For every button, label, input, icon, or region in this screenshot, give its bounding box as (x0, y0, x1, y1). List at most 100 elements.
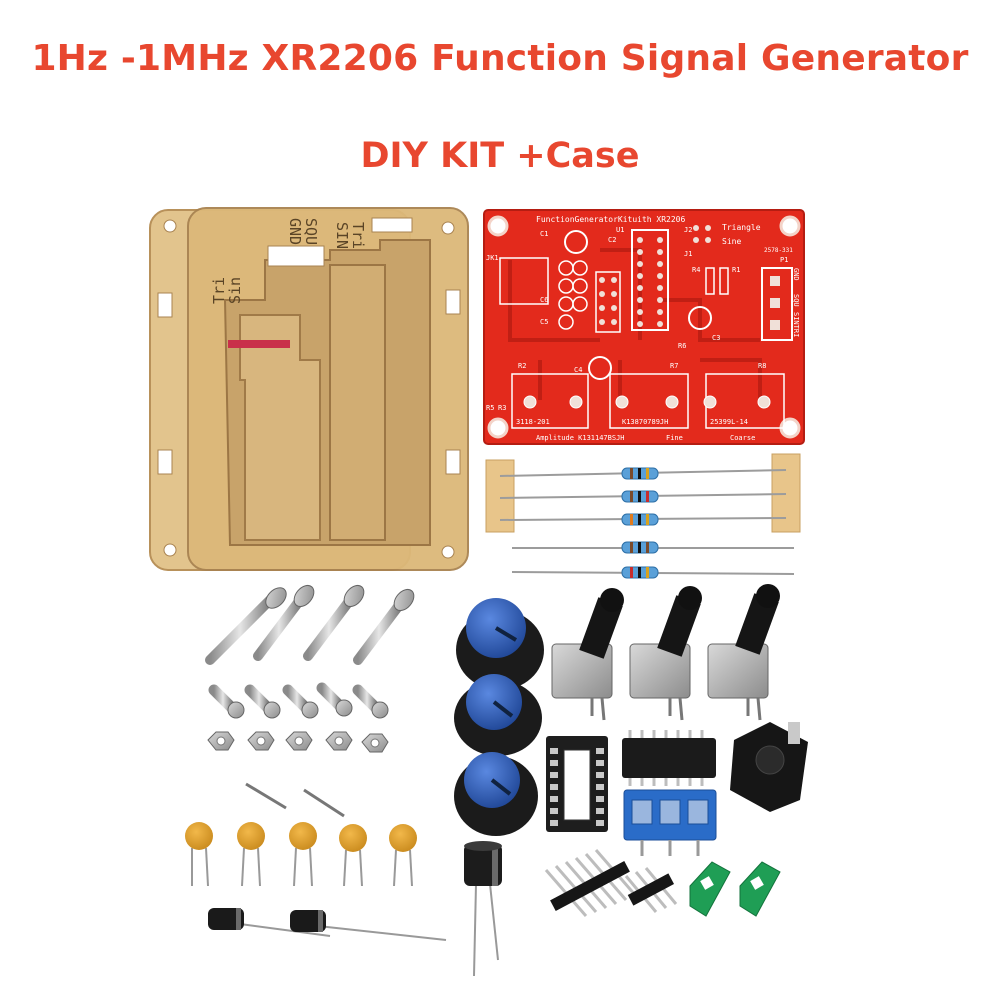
hex-nut (207, 731, 235, 751)
pcb-label-triangle: Triangle (722, 223, 761, 232)
resistor (621, 541, 659, 554)
resistor-tape-left (485, 459, 515, 533)
pcb-ic-outline (631, 229, 669, 331)
pcb-label-r7: R7 (670, 362, 678, 370)
case-slot (445, 289, 461, 315)
pcb-pot-pads (523, 395, 771, 409)
pcb-pot-outline (609, 373, 689, 429)
pin-header-small (624, 867, 678, 913)
pcb-label-r8: R8 (758, 362, 766, 370)
ceramic-capacitor (237, 822, 265, 887)
pcb-ic-pads (637, 237, 663, 327)
pcb-board: FunctionGeneratorKituith XR2206 Triangle… (483, 209, 805, 445)
pcb-label-fine: Fine (666, 434, 683, 442)
case-label-tri-2: Tri (210, 277, 228, 304)
short-screw (208, 684, 245, 719)
pcb-label-gnd: GND (792, 268, 800, 281)
jumper-caps (689, 861, 781, 917)
pcb-label-sine: Sine (722, 237, 741, 246)
hex-nuts (207, 731, 389, 753)
resistor-tape-right (771, 453, 801, 533)
pcb-small-caps (558, 260, 588, 330)
case-slot (157, 292, 173, 318)
hex-nut (247, 731, 275, 751)
pcb-mount-hole (487, 417, 509, 439)
pcb-label-r5: R5 (486, 404, 494, 412)
hex-nut (325, 731, 353, 751)
knob (454, 752, 538, 836)
resistor (621, 490, 659, 503)
pcb-pot-outline (511, 373, 589, 429)
pcb-cap-footprint (588, 356, 612, 380)
case-hole (441, 545, 455, 559)
hex-nut (361, 733, 389, 753)
pcb-terminal-outline (761, 267, 793, 341)
electrolytic-capacitor-large (464, 841, 502, 977)
short-screw (244, 684, 281, 719)
pcb-cap-footprint (564, 230, 588, 254)
pcb-label-c4: C4 (574, 366, 582, 374)
long-screws (205, 584, 415, 665)
acrylic-case: GND SQU SIN Tri Tri Sin (149, 207, 469, 571)
pcb-mount-hole (779, 215, 801, 237)
case-label-sin-2: Sin (226, 277, 244, 304)
pcb-label-amplitude: Amplitude K131147BSJH (536, 434, 625, 442)
pcb-label-c5: C5 (540, 318, 548, 326)
long-screw (353, 588, 415, 665)
case-slot-top (267, 245, 325, 267)
resistor-strip (485, 453, 801, 579)
short-screw (282, 684, 319, 719)
electrolytic-capacitor-small (290, 910, 447, 941)
pcb-cap-footprint (688, 306, 712, 330)
electrolytic-capacitor-small (208, 908, 331, 937)
pcb-label-r3: R3 (498, 404, 506, 412)
case-slot (157, 449, 173, 475)
pcb-label-jk1: JK1 (486, 254, 499, 262)
long-screw (303, 584, 365, 661)
pcb-label-sintri: SINTRI (792, 312, 800, 337)
pcb-label-code: 2578-331 (764, 247, 793, 254)
pcb-label-c1: C1 (540, 230, 548, 238)
pcb-header-pads (599, 225, 711, 325)
electrolytic-capacitors (208, 841, 502, 977)
short-screws (208, 682, 389, 719)
pcb-mount-hole (487, 215, 509, 237)
pcb-label-c3: C3 (712, 334, 720, 342)
potentiometers (551, 584, 780, 721)
knobs (454, 598, 544, 836)
potentiometer (707, 584, 780, 721)
short-screw (316, 682, 353, 717)
terminal-block (623, 789, 717, 856)
pcb-label-r6: R6 (678, 342, 686, 350)
pcb-jack-outline (499, 257, 549, 305)
pcb-label-c6: C6 (540, 296, 548, 304)
case-slot (445, 449, 461, 475)
ceramic-capacitor (339, 824, 367, 887)
pcb-label-p1: P1 (780, 256, 788, 264)
pcb-title: FunctionGeneratorKituith XR2206 (536, 215, 685, 224)
ceramic-capacitors (185, 822, 417, 887)
pcb-label-r2: R2 (518, 362, 526, 370)
case-hole (441, 221, 455, 235)
pcb-pot-label-2: K13870789JH (622, 418, 668, 426)
long-screw (253, 584, 315, 661)
pcb-terminal-pads (770, 276, 780, 330)
jumper-cap (689, 861, 731, 917)
long-screw (205, 587, 287, 665)
pcb-label-r4: R4 (692, 266, 700, 274)
pcb-label-squ: SQU (792, 294, 800, 307)
pcb-pot-label-1: 3118-201 (516, 418, 550, 426)
resistor (621, 566, 659, 579)
jumper-cap (739, 861, 781, 917)
headline-title: 1Hz -1MHz XR2206 Function Signal Generat… (31, 38, 969, 79)
headline-subtitle: DIY KIT +Case (360, 136, 640, 176)
case-slot-top (371, 217, 413, 233)
pcb-header-outline (595, 271, 621, 333)
case-hole (163, 219, 177, 233)
pin-header-large (544, 849, 638, 917)
pcb-pot-label-3: 25399L-14 (710, 418, 748, 426)
pcb-resistor-footprint (705, 267, 715, 295)
resistor (621, 467, 659, 480)
ceramic-capacitor (389, 824, 417, 887)
